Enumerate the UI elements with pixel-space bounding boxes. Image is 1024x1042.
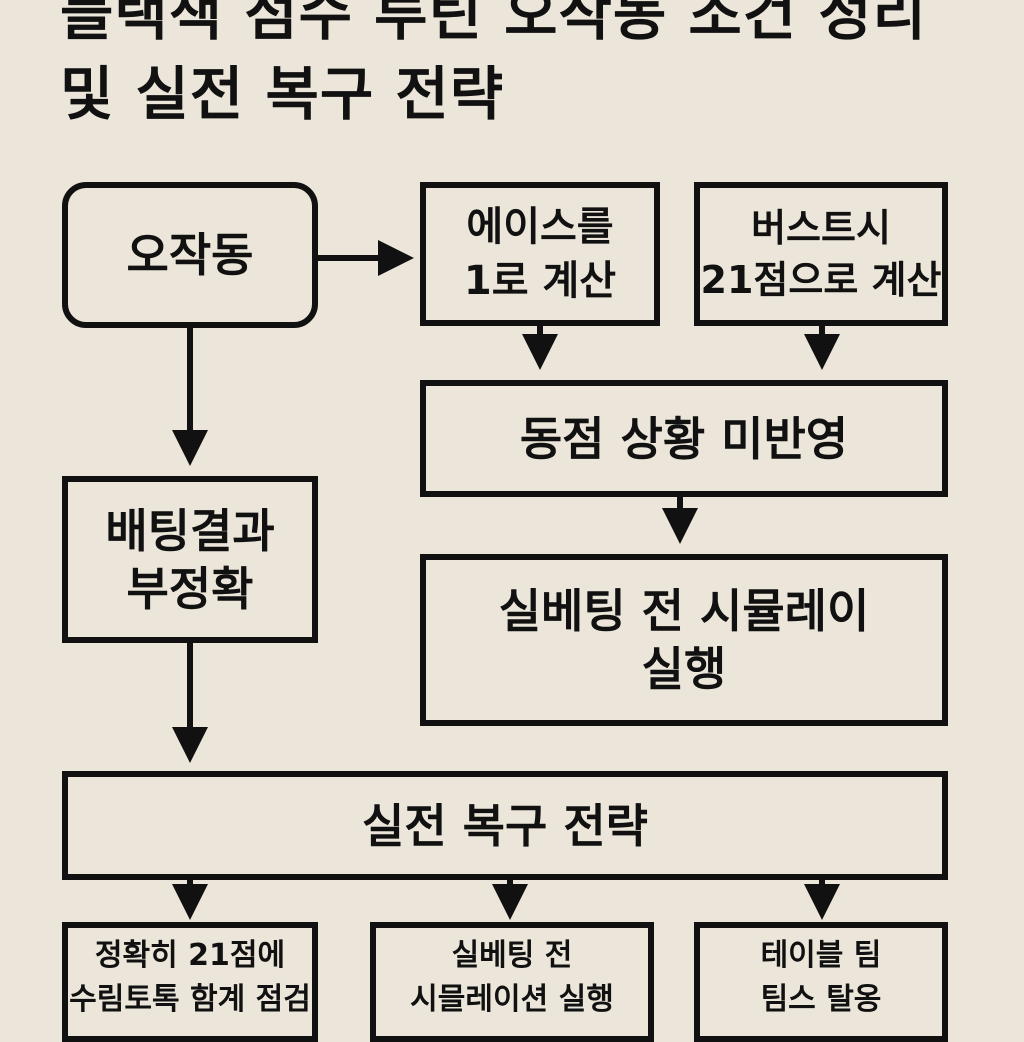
title-line-1: 블랙잭 점수 루틴 오작동 조건 정리 xyxy=(60,0,928,48)
node-betting-inaccurate-line1: 배팅결과 xyxy=(105,503,275,558)
node-ace-as-one: 에이스를 1로 계산 xyxy=(420,182,660,326)
node-tie-not-reflected-label: 동점 상황 미반영 xyxy=(519,411,849,466)
node-table-tips-line1: 테이블 팀 xyxy=(760,938,882,973)
node-bust-as-21-line1: 버스트시 xyxy=(751,206,891,250)
node-table-tips: 테이블 팀 팀스 탈옹 xyxy=(694,922,948,1042)
node-malfunction-label: 오작동 xyxy=(126,228,254,282)
node-run-simulation-line2: 실행 xyxy=(641,642,727,696)
node-run-simulation: 실베팅 전 시뮬레이 실행 xyxy=(420,554,948,726)
node-ace-as-one-line2: 1로 계산 xyxy=(463,258,617,304)
node-check-21-line2: 수림토톡 함계 점검 xyxy=(69,982,311,1017)
node-ace-as-one-line1: 에이스를 xyxy=(466,204,614,250)
node-bust-as-21: 버스트시 21점으로 계산 xyxy=(694,182,948,326)
node-malfunction: 오작동 xyxy=(62,182,318,328)
node-recovery-strategy: 실전 복구 전략 xyxy=(62,771,948,880)
node-check-21-line1: 정확히 21점에 xyxy=(94,938,286,973)
node-check-21: 정확히 21점에 수림토톡 함계 점검 xyxy=(62,922,318,1042)
node-tie-not-reflected: 동점 상황 미반영 xyxy=(420,380,948,497)
node-run-simulation-line1: 실베팅 전 시뮬레이 xyxy=(498,584,870,638)
title-line-2: 및 실전 복구 전략 xyxy=(60,60,505,128)
node-bust-as-21-line2: 21점으로 계산 xyxy=(700,258,942,302)
node-simulation-before-bet: 실베팅 전 시믈레이션 실행 xyxy=(370,922,654,1042)
diagram-title: 블랙잭 점수 루틴 오작동 조건 정리 및 실전 복구 전략 xyxy=(60,0,1000,134)
node-simulation-before-bet-line1: 실베팅 전 xyxy=(451,938,573,973)
node-betting-inaccurate: 배팅결과 부정확 xyxy=(62,476,318,643)
node-recovery-strategy-label: 실전 복구 전략 xyxy=(362,798,648,853)
node-simulation-before-bet-line2: 시믈레이션 실행 xyxy=(410,982,614,1017)
node-betting-inaccurate-line2: 부정확 xyxy=(126,561,254,616)
node-table-tips-line2: 팀스 탈옹 xyxy=(760,982,882,1017)
